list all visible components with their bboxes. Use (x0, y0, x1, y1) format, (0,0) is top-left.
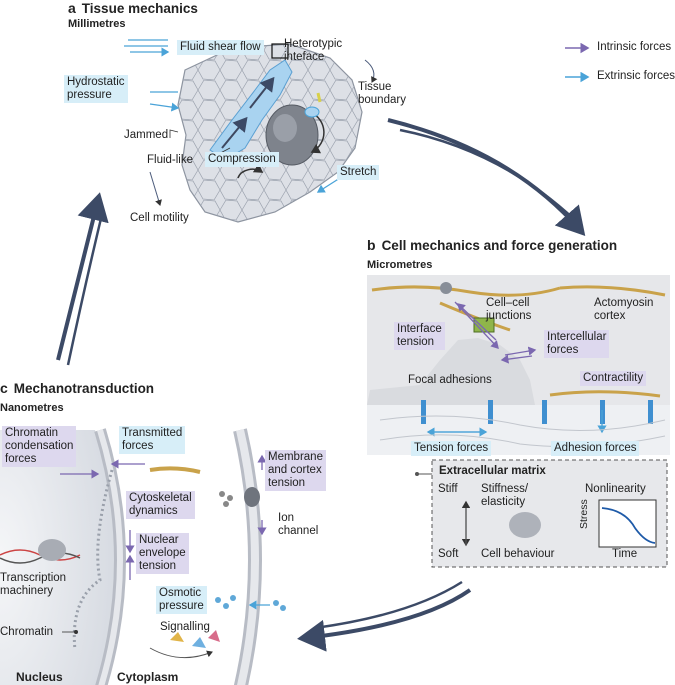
adhesion-forces-label: Adhesion forces (551, 441, 640, 456)
stiffness-elasticity-label: Stiffness/elasticity (481, 483, 529, 508)
nonlinearity-label: Nonlinearity (585, 483, 646, 495)
focal-adhesions-label: Focal adhesions (408, 374, 492, 386)
legend-extrinsic-label: Extrinsic forces (597, 70, 675, 82)
tension-forces-label: Tension forces (411, 441, 492, 456)
jammed-label: Jammed (124, 129, 169, 141)
signalling-label: Signalling (160, 621, 210, 633)
fluid-shear-flow-label: Fluid shear flow (177, 40, 264, 55)
compression-label: Compression (205, 152, 279, 167)
tissue-illustration (124, 39, 378, 223)
panel-a-scale: Millimetres (68, 18, 126, 30)
stiff-label: Stiff (438, 483, 458, 495)
stretch-label: Stretch (337, 165, 380, 180)
mechanotransduction-illustration (0, 428, 286, 685)
cycle-arrows (56, 118, 586, 652)
contractility-label: Contractility (580, 371, 647, 386)
nucleus-label: Nucleus (16, 670, 63, 684)
soft-label: Soft (438, 548, 459, 560)
panel-b-scale: Micrometres (367, 259, 433, 271)
fluid-like-label: Fluid-like (147, 154, 194, 166)
time-axis-label: Time (612, 548, 638, 560)
stress-axis-label: Stress (578, 499, 590, 529)
ecm-title: Extracellular matrix (439, 465, 546, 477)
cytoplasm-label: Cytoplasm (117, 670, 179, 684)
cell-behaviour-label: Cell behaviour (481, 548, 555, 560)
panel-c-scale: Nanometres (0, 402, 64, 414)
chromatin-label: Chromatin (0, 626, 54, 638)
cell-motility-label: Cell motility (130, 212, 189, 224)
legend-intrinsic-label: Intrinsic forces (597, 41, 672, 53)
